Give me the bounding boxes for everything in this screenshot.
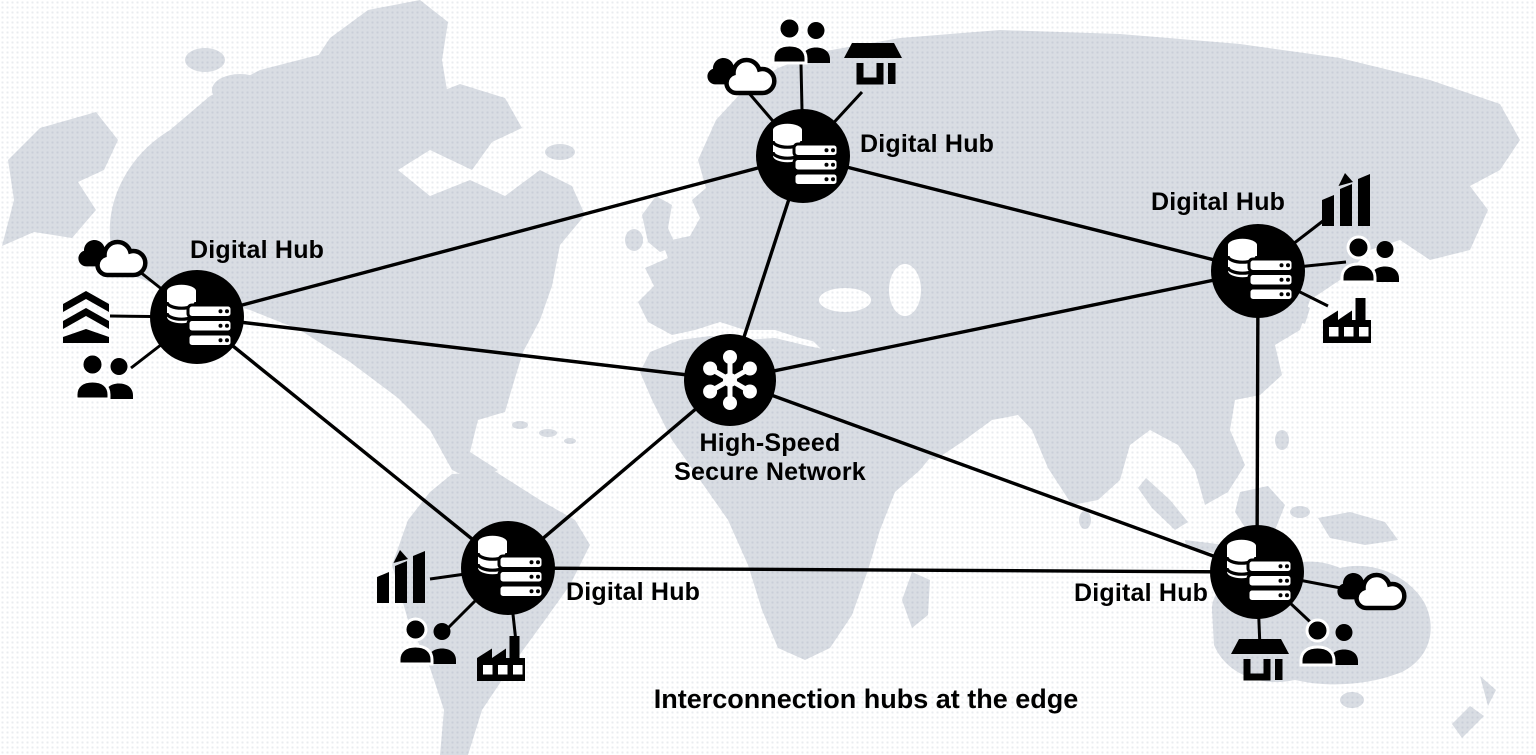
cloud-icon <box>1329 563 1407 613</box>
factory-icon <box>1323 298 1371 343</box>
link-west-south-west <box>195 315 510 570</box>
users-icon <box>771 16 832 65</box>
digital-hub-node-south-east <box>1210 525 1304 619</box>
hub-label-south-west: Digital Hub <box>566 578 701 606</box>
cloud-icon <box>699 48 777 98</box>
central-node-label: High-Speed Secure Network <box>645 429 895 487</box>
users-icon <box>74 352 135 401</box>
central-network-node <box>684 334 776 426</box>
digital-hub-node-north <box>756 109 850 203</box>
hub-label-south-east: Digital Hub <box>1074 579 1209 607</box>
stack-layers-icon <box>63 291 109 343</box>
diagram-caption: Interconnection hubs at the edge <box>653 684 1079 714</box>
users-icon <box>1299 618 1360 667</box>
link-center-south-west <box>506 378 732 570</box>
store-icon <box>843 42 903 94</box>
hub-label-north: Digital Hub <box>860 130 995 158</box>
link-north-west <box>196 154 804 319</box>
users-icon <box>397 617 458 666</box>
link-south-west-south-east <box>507 566 1258 574</box>
cloud-icon <box>70 230 148 280</box>
digital-hub-node-south-west <box>461 521 555 615</box>
link-north-east <box>802 154 1259 273</box>
users-icon <box>1340 235 1401 284</box>
growth-bars-icon <box>1322 173 1370 226</box>
hub-label-east: Digital Hub <box>1151 188 1286 216</box>
hub-label-west: Digital Hub <box>190 236 325 264</box>
central-node-label-line2: Secure Network <box>674 458 866 486</box>
link-south-east-east <box>1255 270 1260 573</box>
growth-bars-icon <box>377 550 425 603</box>
factory-icon <box>477 636 525 681</box>
central-node-label-line1: High-Speed <box>699 429 841 457</box>
link-center-south-east <box>729 378 1258 574</box>
inland-seas <box>819 264 921 316</box>
store-icon <box>1230 638 1290 690</box>
link-center-east <box>729 269 1259 382</box>
link-center-west <box>196 315 731 382</box>
digital-hub-node-west <box>150 270 244 364</box>
digital-hub-node-east <box>1211 224 1305 318</box>
